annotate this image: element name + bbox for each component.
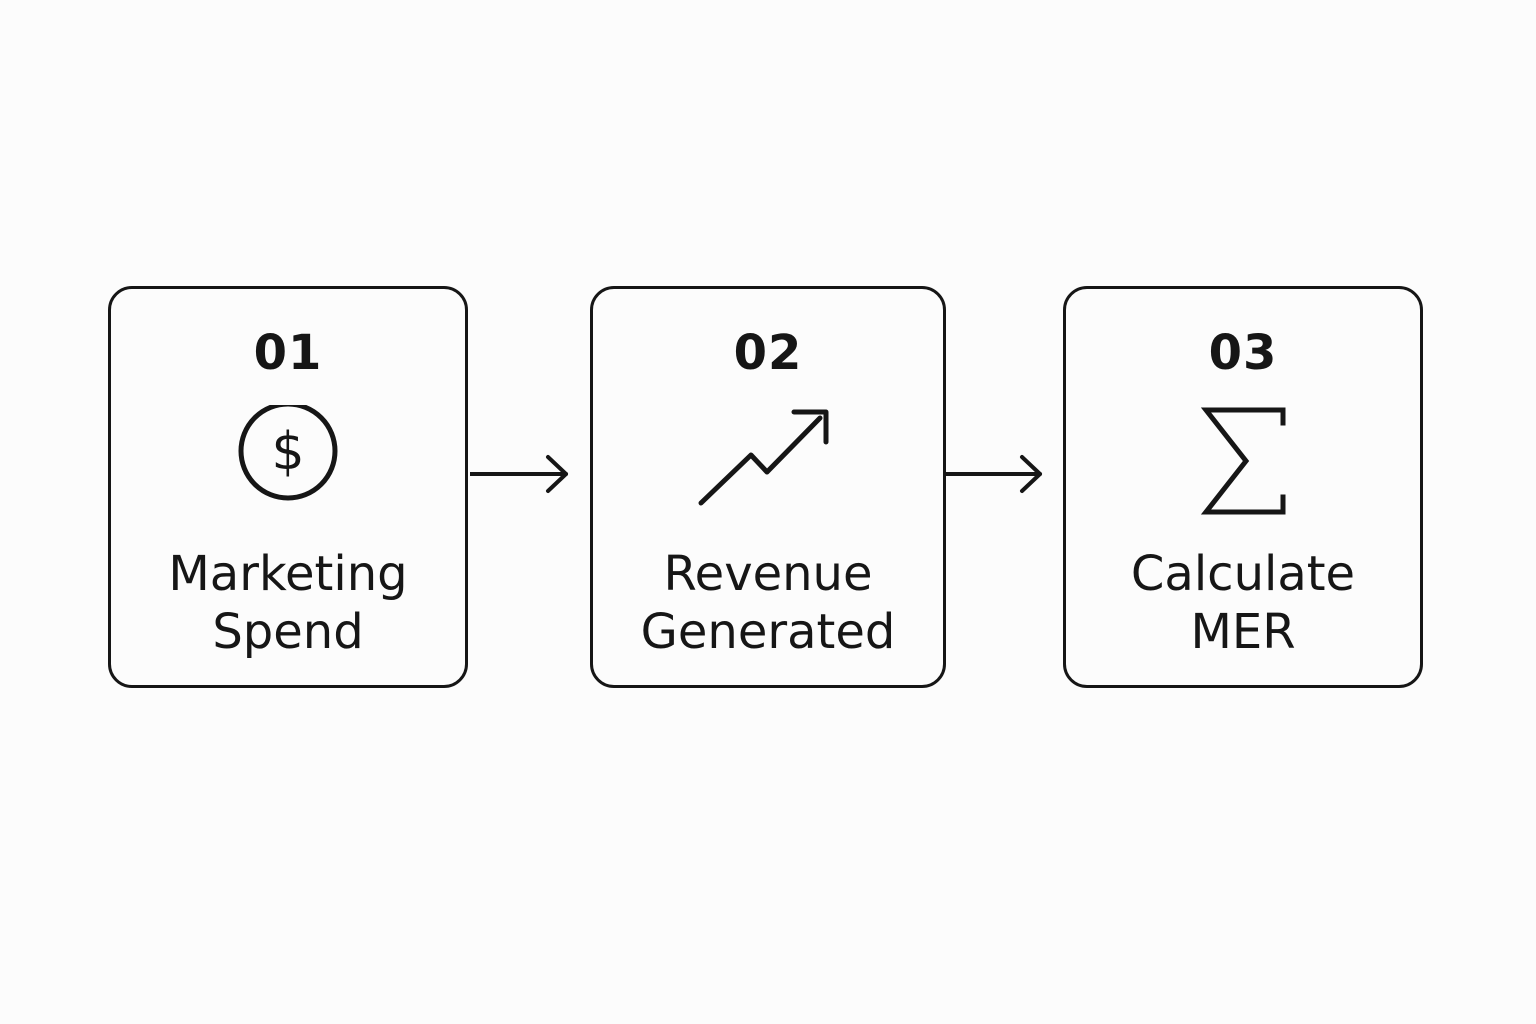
sigma-icon [1173, 405, 1313, 515]
step-label-line: Generated [640, 604, 896, 660]
step-card-marketing-spend: 01 $ Marketing Spend [108, 286, 468, 688]
step-card-calculate-mer: 03 Calculate MER [1063, 286, 1423, 688]
step-label: Marketing Spend [111, 545, 465, 661]
step-label: Revenue Generated [593, 545, 943, 661]
trend-up-arrow-icon [698, 405, 838, 515]
step-number: 01 [253, 325, 323, 381]
step-label: Calculate MER [1066, 545, 1420, 661]
step-card-revenue-generated: 02 Revenue Generated [590, 286, 946, 688]
dollar-circle-icon: $ [218, 405, 358, 515]
arrow-right-icon [946, 452, 1046, 496]
step-number: 02 [733, 325, 803, 381]
step-label-line: Spend [212, 604, 364, 660]
step-label-line: MER [1190, 604, 1296, 660]
step-label-line: Revenue [663, 546, 873, 602]
step-label-line: Calculate [1130, 546, 1356, 602]
step-number: 03 [1208, 325, 1278, 381]
svg-text:$: $ [271, 422, 304, 482]
arrow-right-icon [470, 452, 572, 496]
step-label-line: Marketing [168, 546, 408, 602]
